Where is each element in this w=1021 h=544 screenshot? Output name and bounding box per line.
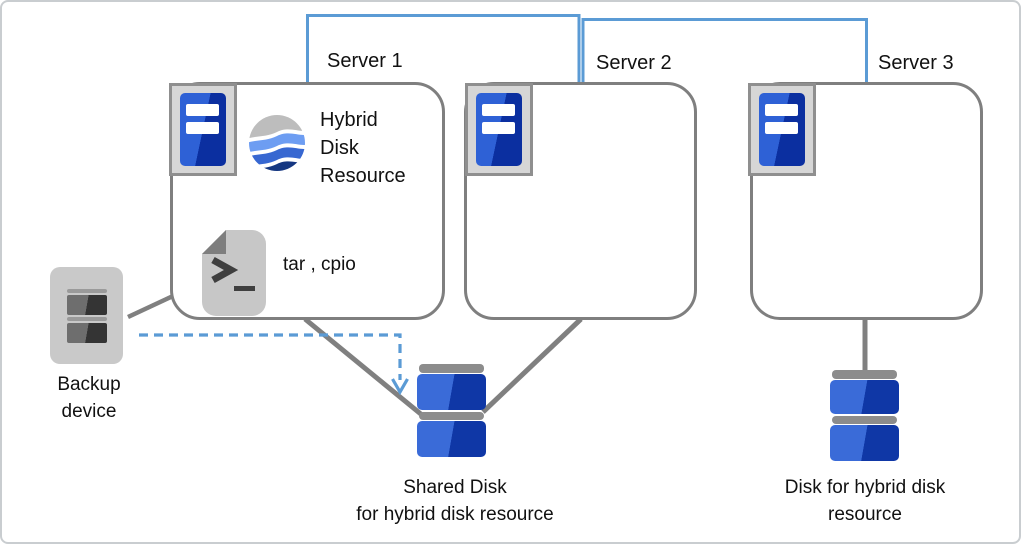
tape-slot bbox=[67, 295, 107, 315]
server2-label: Server 2 bbox=[596, 52, 672, 74]
server3-icon bbox=[748, 83, 816, 176]
tape-slot-bar bbox=[67, 289, 107, 293]
disk-cap bbox=[832, 416, 897, 424]
backup-device-icon bbox=[50, 267, 123, 364]
server2-icon bbox=[465, 83, 533, 176]
server-drive-bay bbox=[765, 104, 798, 116]
server-drive-bay bbox=[482, 122, 515, 134]
script-file-icon bbox=[202, 230, 266, 316]
hybrid-disk-resource-icon bbox=[249, 115, 305, 171]
hybrid-disk-icon bbox=[830, 370, 899, 461]
server-drive-bay bbox=[186, 122, 219, 134]
tape-slot-bar bbox=[67, 317, 107, 321]
disk-cap bbox=[419, 364, 484, 373]
hybrid-disk-resource-label: Hybrid Disk Resource bbox=[320, 109, 406, 187]
backup-device-label: Backup device bbox=[57, 374, 121, 422]
connector-server2-to-shared-disk bbox=[481, 317, 583, 414]
server-tower bbox=[180, 93, 226, 166]
shared-disk-icon bbox=[417, 364, 486, 457]
shared-disk-label: Shared Disk for hybrid disk resource bbox=[356, 477, 554, 525]
server-tower bbox=[759, 93, 805, 166]
server-drive-bay bbox=[186, 104, 219, 116]
disk-cap bbox=[832, 370, 897, 379]
server1-icon bbox=[169, 83, 237, 176]
interconnect-server2-server3 bbox=[581, 18, 868, 84]
server1-label: Server 1 bbox=[327, 50, 403, 72]
server3-label: Server 3 bbox=[878, 52, 954, 74]
disk-block bbox=[417, 374, 486, 410]
server-drive-bay bbox=[482, 104, 515, 116]
backup-flow-arrowhead-icon bbox=[391, 378, 409, 396]
hybrid-disk-label: Disk for hybrid disk resource bbox=[784, 477, 946, 525]
disk-cap bbox=[419, 412, 484, 420]
backup-commands-label: tar , cpio bbox=[283, 254, 356, 275]
disk-block bbox=[830, 380, 899, 414]
tape-slot bbox=[67, 323, 107, 343]
server-tower bbox=[476, 93, 522, 166]
interconnect-server1-server2 bbox=[306, 14, 581, 84]
backup-flow-dashed-arrow bbox=[139, 333, 402, 380]
server-drive-bay bbox=[765, 122, 798, 134]
disk-block bbox=[417, 421, 486, 457]
disk-block bbox=[830, 425, 899, 461]
